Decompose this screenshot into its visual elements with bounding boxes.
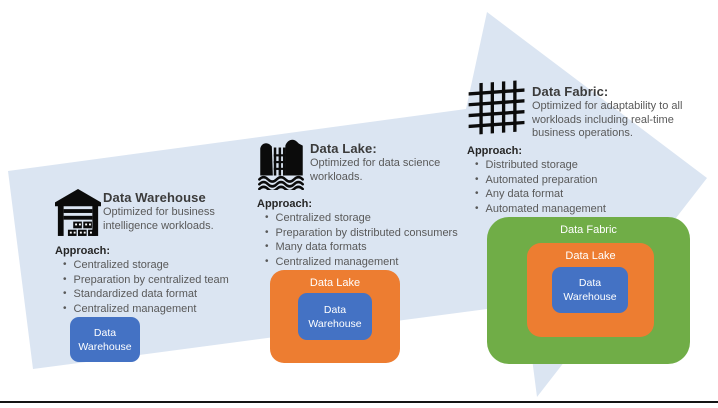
fabric-box: Data Fabric Data Lake Data Warehouse [487, 217, 690, 364]
approach-list-data-lake: • Centralized storage • Preparation by dis… [257, 211, 458, 269]
list-item-text: Any data format [485, 188, 564, 200]
warehouse-box: Data Warehouse [552, 267, 628, 313]
bullet-icon: • [63, 259, 67, 270]
warehouse-icon [55, 189, 101, 236]
lake-box-label: Data Lake [309, 277, 361, 289]
list-item-text: Distributed storage [485, 159, 578, 171]
bullet-icon: • [265, 255, 269, 267]
list-item-text: Automated preparation [485, 173, 598, 186]
list-item: • Centralized storage [257, 211, 458, 226]
fabric-icon [468, 80, 525, 135]
list-item-text: Automated management [485, 202, 606, 215]
list-item-text: Standardized data format [73, 288, 198, 300]
fabric-box-label: Data Fabric [560, 224, 617, 236]
section-title-data-warehouse: Data Warehouse [103, 190, 206, 205]
list-item-text: Preparation by centralized team [73, 273, 229, 286]
warehouse-box-label: Data Warehouse [563, 277, 617, 303]
list-item: • Centralized management [55, 302, 229, 317]
bullet-icon: • [63, 288, 67, 299]
approach-label: Approach: [467, 145, 522, 157]
list-item: • Preparation by centralized team [55, 273, 229, 288]
list-item-text: Centralized management [73, 302, 197, 315]
bullet-icon: • [475, 159, 479, 170]
approach-label: Approach: [257, 198, 312, 210]
section-subtitle-data-lake: Optimized for data science workloads. [310, 157, 441, 183]
bullet-icon: • [63, 302, 67, 314]
bullet-icon: • [265, 241, 269, 252]
list-item: • Standardized data format [55, 287, 229, 302]
list-item-text: Centralized storage [275, 212, 371, 224]
section-subtitle-data-warehouse: Optimized for business intelligence work… [103, 206, 215, 232]
bottom-divider [0, 401, 718, 403]
bullet-icon: • [475, 173, 479, 185]
list-item: • Automated preparation [467, 173, 606, 188]
bullet-icon: • [475, 202, 479, 214]
section-title-data-lake: Data Lake: [310, 141, 377, 156]
approach-label: Approach: [55, 245, 110, 257]
lake-box: Data Lake Data Warehouse [270, 270, 400, 363]
list-item: • Centralized storage [55, 258, 229, 273]
list-item: • Distributed storage [467, 158, 606, 173]
list-item-text: Centralized storage [73, 259, 169, 271]
bullet-icon: • [475, 188, 479, 199]
list-item: • Many data formats [257, 240, 458, 255]
section-title-data-fabric: Data Fabric: [532, 84, 609, 99]
list-item: • Any data format [467, 187, 606, 202]
list-item: • Automated management [467, 202, 606, 217]
lake-icon [258, 139, 304, 190]
bullet-icon: • [265, 226, 269, 238]
list-item: • Preparation by distributed consumers [257, 226, 458, 241]
lake-box: Data Lake Data Warehouse [527, 243, 654, 337]
warehouse-box-label: Data Warehouse [78, 326, 132, 353]
list-item-text: Many data formats [275, 241, 367, 253]
section-subtitle-data-fabric: Optimized for adaptability to all worklo… [532, 100, 683, 139]
list-item-text: Preparation by distributed consumers [275, 226, 458, 239]
warehouse-box: Data Warehouse [298, 293, 372, 340]
warehouse-box: Data Warehouse [70, 317, 140, 362]
list-item-text: Centralized management [275, 255, 399, 268]
warehouse-box-label: Data Warehouse [308, 303, 362, 330]
bullet-icon: • [63, 273, 67, 285]
list-item: • Centralized management [257, 255, 458, 270]
approach-list-data-fabric: • Distributed storage • Automated preparat… [467, 158, 606, 216]
lake-box-label: Data Lake [565, 250, 616, 262]
approach-list-data-warehouse: • Centralized storage • Preparation by cen… [55, 258, 229, 316]
bullet-icon: • [265, 212, 269, 223]
